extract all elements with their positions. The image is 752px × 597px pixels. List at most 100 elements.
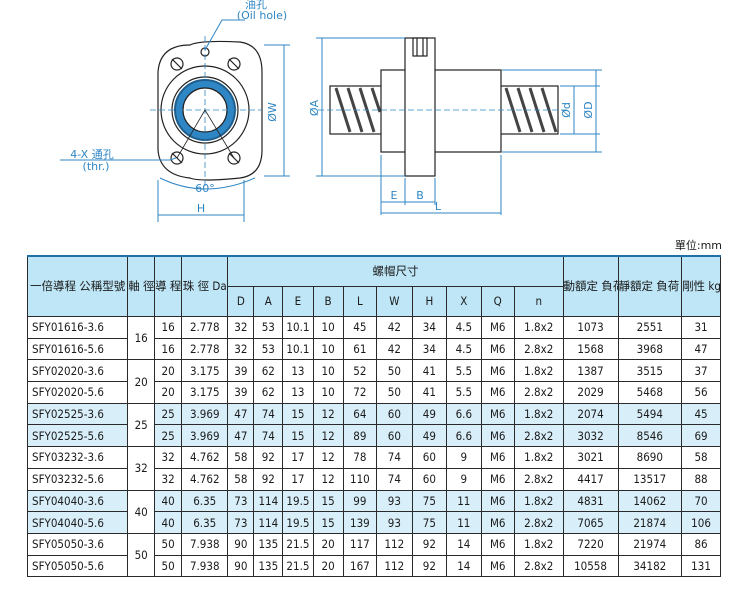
thru-hole-label-zh: 4-X 通孔 <box>70 148 113 161</box>
value-cell: 58 <box>681 446 721 469</box>
value-cell: 112 <box>376 532 413 556</box>
value-cell: 60 <box>376 402 413 426</box>
value-cell: 19.5 <box>282 511 314 534</box>
value-cell: 75 <box>411 489 448 513</box>
value-cell: 6.35 <box>181 489 229 513</box>
value-cell: 21.5 <box>282 554 314 578</box>
value-cell: 2.8x2 <box>513 511 564 534</box>
value-cell: 5494 <box>617 402 683 426</box>
dim-w-label: ØW <box>266 102 279 122</box>
value-cell: 13517 <box>617 467 683 491</box>
model-cell: SFY03232-3.6 <box>26 446 129 469</box>
value-cell: 20 <box>312 532 344 556</box>
front-view-dimensions <box>60 19 290 222</box>
value-cell: 64 <box>342 402 378 426</box>
value-cell: 42 <box>376 316 413 339</box>
side-view-dimensions <box>316 37 602 215</box>
value-cell: 92 <box>253 467 284 491</box>
header-sub-w: W <box>376 286 413 317</box>
model-cell: SFY02525-5.6 <box>26 424 129 448</box>
value-cell: 20 <box>154 359 183 383</box>
value-cell: 4.5 <box>446 337 482 361</box>
dim-a-label: ØA <box>308 99 321 116</box>
value-cell: 1.8x2 <box>513 316 564 339</box>
value-cell: 11 <box>446 511 482 534</box>
value-cell: 15 <box>312 511 344 534</box>
shaft-diameter-cell: 20 <box>127 359 156 404</box>
value-cell: 25 <box>154 402 183 426</box>
value-cell: 13 <box>282 381 314 404</box>
value-cell: M6 <box>480 402 515 426</box>
header-lead: 導 程 l <box>154 255 183 317</box>
header-shaft-diameter: 軸 徑 d <box>127 255 156 317</box>
model-cell: SFY03232-5.6 <box>26 467 129 491</box>
header-sub-q: Q <box>480 286 515 317</box>
value-cell: 61 <box>342 337 378 361</box>
value-cell: 2.8x2 <box>513 337 564 361</box>
value-cell: 14062 <box>617 489 683 513</box>
shaft-diameter-cell: 40 <box>127 489 156 534</box>
value-cell: 1073 <box>562 316 619 339</box>
value-cell: 110 <box>342 467 378 491</box>
value-cell: 6.6 <box>446 424 482 448</box>
thru-hole-label-en: (thr.) <box>83 160 110 173</box>
oil-hole-label-zh: 油孔 <box>245 0 267 11</box>
value-cell: M6 <box>480 337 515 361</box>
value-cell: 4417 <box>562 467 619 491</box>
value-cell: 112 <box>376 554 413 578</box>
oil-hole-label-en: (Oil hole) <box>237 9 287 22</box>
value-cell: 21874 <box>617 511 683 534</box>
header-sub-l: L <box>342 286 378 317</box>
value-cell: 90 <box>227 532 255 556</box>
value-cell: 74 <box>376 467 413 491</box>
value-cell: 19.5 <box>282 489 314 513</box>
header-dynamic-load: 動額定 負荷 Ca <box>562 255 619 317</box>
value-cell: 62 <box>253 359 284 383</box>
value-cell: 41 <box>411 359 448 383</box>
value-cell: 117 <box>342 532 378 556</box>
value-cell: 52 <box>342 359 378 383</box>
value-cell: 73 <box>227 489 255 513</box>
value-cell: 99 <box>342 489 378 513</box>
header-sub-a: A <box>253 286 284 317</box>
value-cell: 12 <box>312 467 344 491</box>
value-cell: 131 <box>681 554 721 578</box>
dim-b-label: B <box>416 189 424 202</box>
value-cell: M6 <box>480 511 515 534</box>
value-cell: 60 <box>411 467 448 491</box>
value-cell: 4.762 <box>181 467 229 491</box>
value-cell: 10.1 <box>282 337 314 361</box>
header-sub-d: D <box>227 286 255 317</box>
shaft-diameter-cell: 32 <box>127 446 156 491</box>
value-cell: 45 <box>342 316 378 339</box>
dim-l-label: L <box>435 200 442 213</box>
value-cell: 10 <box>312 359 344 383</box>
value-cell: 15 <box>282 402 314 426</box>
header-sub-x: X <box>446 286 482 317</box>
value-cell: 50 <box>154 554 183 578</box>
value-cell: 86 <box>681 532 721 556</box>
value-cell: 12 <box>312 424 344 448</box>
shaft-diameter-cell: 50 <box>127 532 156 578</box>
value-cell: 60 <box>376 424 413 448</box>
value-cell: 1387 <box>562 359 619 383</box>
value-cell: 39 <box>227 359 255 383</box>
value-cell: 3.175 <box>181 359 229 383</box>
value-cell: 1568 <box>562 337 619 361</box>
value-cell: 20 <box>154 381 183 404</box>
value-cell: 41 <box>411 381 448 404</box>
value-cell: M6 <box>480 316 515 339</box>
model-cell: SFY02020-3.6 <box>26 359 129 383</box>
value-cell: 34182 <box>617 554 683 578</box>
value-cell: 3.175 <box>181 381 229 404</box>
value-cell: 2074 <box>562 402 619 426</box>
value-cell: 10 <box>312 381 344 404</box>
model-cell: SFY05050-3.6 <box>26 532 129 556</box>
value-cell: 10558 <box>562 554 619 578</box>
